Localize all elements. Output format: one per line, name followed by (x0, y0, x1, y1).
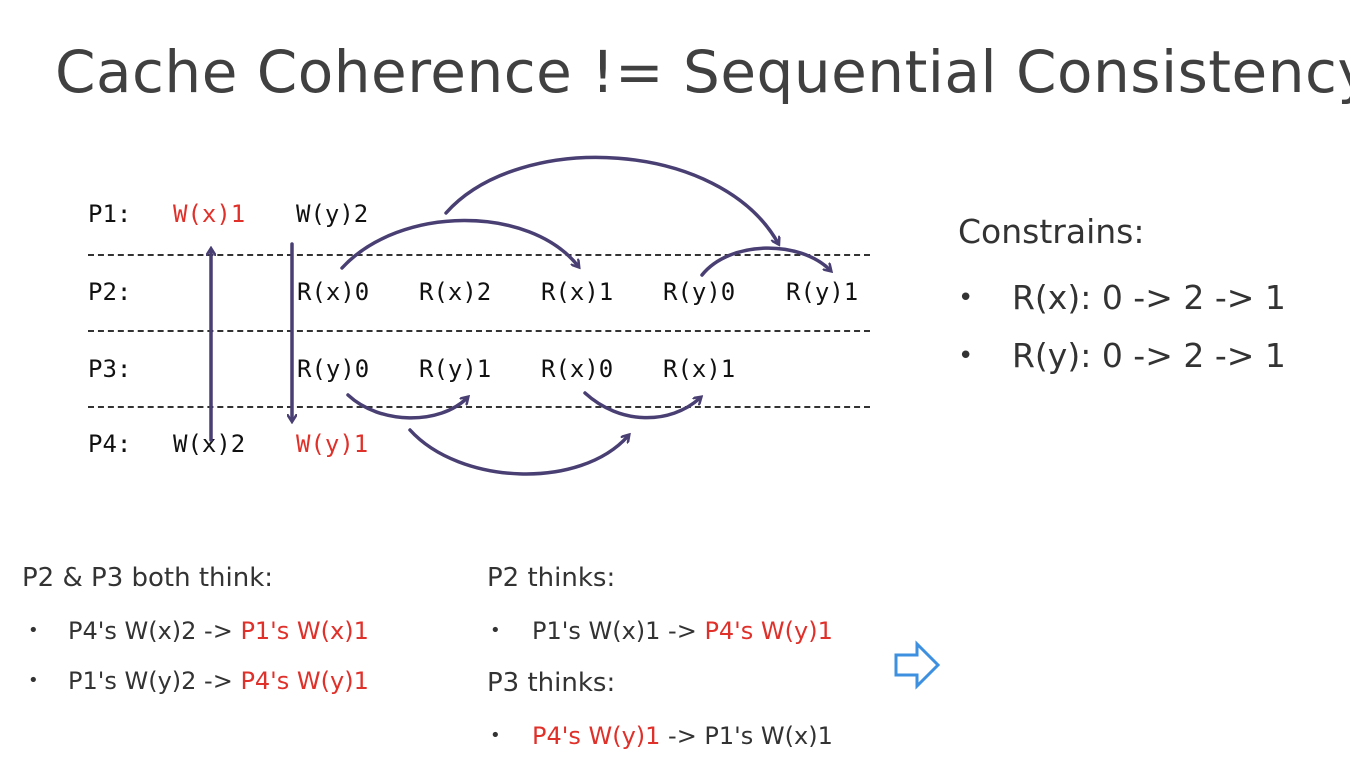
p2-label: P2: (88, 278, 132, 306)
p4-label: P4: (88, 430, 132, 458)
divider-3 (88, 406, 870, 408)
p3-op-3: R(x)0 (541, 355, 614, 383)
arc-p1-to-p2-ry1 (444, 155, 778, 243)
p3-thinks-bullet: • (490, 725, 501, 746)
next-arrow-icon[interactable] (893, 640, 943, 690)
p3-thinks-heading: P3 thinks: (487, 668, 616, 698)
p3-thinks-item: P4's W(y)1 -> P1's W(x)1 (532, 722, 833, 750)
p1-op-wx1: W(x)1 (173, 200, 246, 228)
p4-op-wy1: W(y)1 (296, 430, 369, 458)
both-think-bullet-2: • (28, 670, 39, 691)
both-think-heading: P2 & P3 both think: (22, 563, 274, 593)
arc-p2-rx0-to-rx1 (340, 218, 578, 270)
arc-p3-rx0-to-rx1 (583, 391, 700, 420)
constraint-bullet-1: • (958, 283, 974, 313)
both-think-item-1: P4's W(x)2 -> P1's W(x)1 (68, 617, 369, 645)
p2-thinks-item: P1's W(x)1 -> P4's W(y)1 (532, 617, 833, 645)
p3-op-2: R(y)1 (419, 355, 492, 383)
p2-op-1: R(x)0 (297, 278, 370, 306)
p2-thinks-bullet: • (490, 620, 501, 641)
slide-title: Cache Coherence != Sequential Consistenc… (55, 38, 1350, 106)
constraint-rx: R(x): 0 -> 2 -> 1 (1012, 278, 1286, 317)
arc-p2-ry0-to-ry1 (700, 246, 830, 277)
p2-op-3: R(x)1 (541, 278, 614, 306)
p3-label: P3: (88, 355, 132, 383)
divider-1 (88, 254, 870, 256)
arc-p4-to-p3 (408, 428, 628, 476)
arc-p3-ry0-to-ry1 (346, 393, 467, 420)
both-think-bullet-1: • (28, 620, 39, 641)
p2-op-2: R(x)2 (419, 278, 492, 306)
p1-label: P1: (88, 200, 132, 228)
both-think-item-2: P1's W(y)2 -> P4's W(y)1 (68, 667, 369, 695)
constraints-heading: Constrains: (958, 212, 1145, 251)
p2-thinks-heading: P2 thinks: (487, 563, 616, 593)
p2-op-5: R(y)1 (786, 278, 859, 306)
divider-2 (88, 330, 870, 332)
p3-op-4: R(x)1 (663, 355, 736, 383)
constraint-ry: R(y): 0 -> 2 -> 1 (1012, 336, 1286, 375)
p3-op-1: R(y)0 (297, 355, 370, 383)
constraint-bullet-2: • (958, 341, 974, 371)
p4-op-wx2: W(x)2 (173, 430, 246, 458)
p1-op-wy2: W(y)2 (296, 200, 369, 228)
p2-op-4: R(y)0 (663, 278, 736, 306)
